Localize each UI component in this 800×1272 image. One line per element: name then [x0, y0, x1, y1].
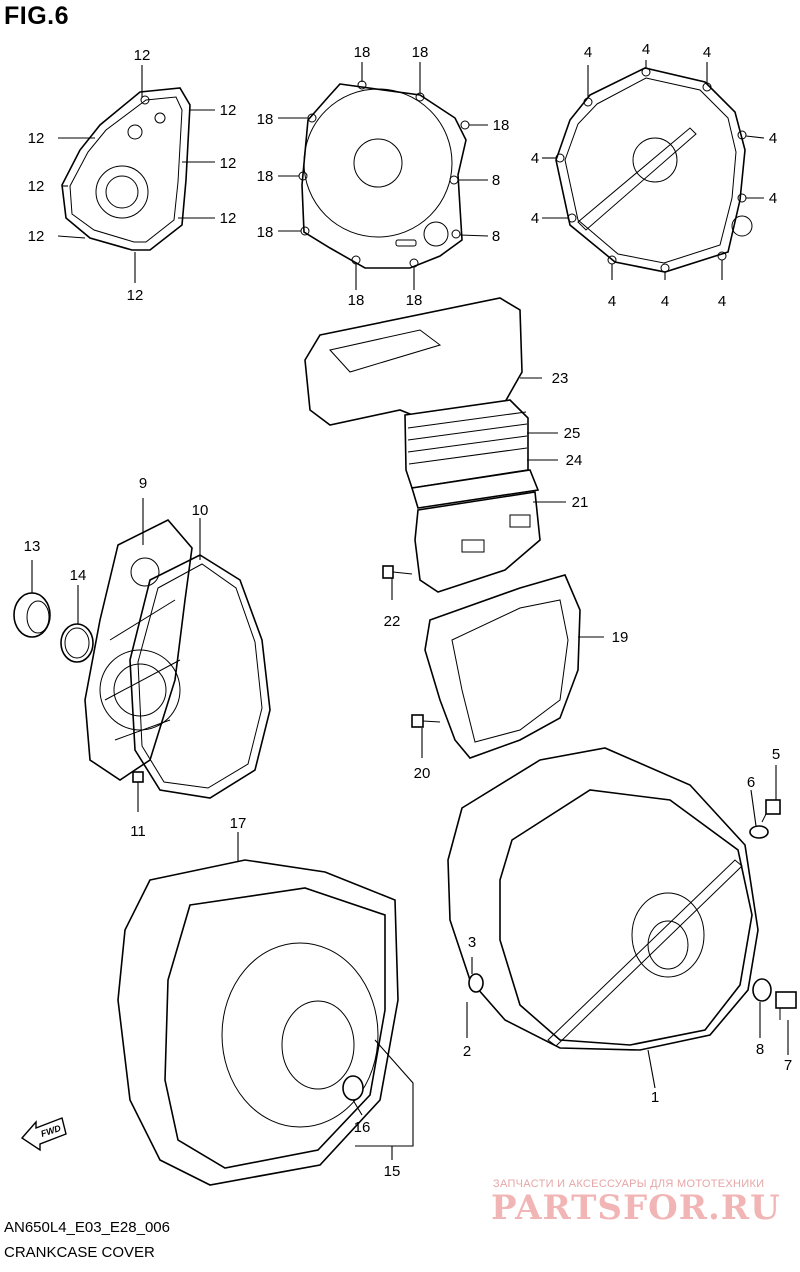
callout-17: 17: [230, 815, 247, 832]
gasket-generator-cover: [298, 80, 470, 269]
callout-18-h: 18: [406, 292, 423, 309]
bolt-20: [411, 714, 441, 728]
diagram-code: AN650L4_E03_E28_006: [4, 1219, 170, 1236]
gasket-crankcase-cover: [555, 67, 753, 273]
gasket-clutch-cover: [61, 87, 191, 251]
washer-8: [752, 978, 772, 1002]
plug-7: [775, 991, 797, 1020]
callout-18-c: 18: [257, 111, 274, 128]
callout-9: 9: [139, 475, 147, 492]
callout-4-f: 4: [531, 150, 539, 167]
cover-shroud: [424, 574, 581, 759]
callout-4-g: 4: [531, 210, 539, 227]
oil-seal-13: [13, 592, 51, 638]
callout-12-g: 12: [220, 155, 237, 172]
callout-4-d: 4: [769, 130, 777, 147]
bolt-22: [382, 565, 413, 579]
callout-13: 13: [24, 538, 41, 555]
generator-cover: [164, 887, 386, 1169]
callout-6: 6: [747, 774, 755, 791]
callout-1: 1: [651, 1089, 659, 1106]
callout-10: 10: [192, 502, 209, 519]
bolt-11: [132, 771, 144, 783]
callout-12-f: 12: [220, 102, 237, 119]
callout-18-g: 18: [348, 292, 365, 309]
callout-18-d: 18: [257, 168, 274, 185]
callout-8-c: 8: [756, 1041, 764, 1058]
callout-5: 5: [772, 746, 780, 763]
callout-16: 16: [354, 1119, 371, 1136]
callout-20: 20: [414, 765, 431, 782]
callout-21: 21: [572, 494, 589, 511]
callout-22: 22: [384, 613, 401, 630]
callout-18-b: 18: [412, 44, 429, 61]
dowel-pin-3: [468, 973, 484, 993]
callout-12-h: 12: [220, 210, 237, 227]
callout-12-a: 12: [134, 47, 151, 64]
washer-6: [749, 825, 769, 839]
callout-3: 3: [468, 934, 476, 951]
callout-12-d: 12: [28, 228, 45, 245]
callout-labels: 12 12 12 12 12 12 12 12 18 18 18 18 18 1…: [24, 41, 793, 1180]
callout-4-i: 4: [661, 293, 669, 310]
callout-7: 7: [784, 1057, 792, 1074]
callout-4-j: 4: [718, 293, 726, 310]
callout-4-a: 4: [584, 44, 592, 61]
callout-15: 15: [384, 1163, 401, 1180]
leader-lines: [31, 60, 789, 1160]
diagram-caption: CRANKCASE COVER: [4, 1244, 155, 1261]
callout-18-e: 18: [257, 224, 274, 241]
watermark-brand: PARTSFOR.RU: [491, 1188, 781, 1228]
bolt-5: [761, 799, 781, 823]
callout-19: 19: [612, 629, 629, 646]
callout-14: 14: [70, 567, 87, 584]
gasket-clutch: [129, 554, 271, 799]
callout-4-c: 4: [703, 44, 711, 61]
callout-12-e: 12: [127, 287, 144, 304]
callout-25: 25: [564, 425, 581, 442]
callout-2: 2: [463, 1043, 471, 1060]
o-ring-14: [60, 623, 94, 663]
callout-8-a: 8: [492, 172, 500, 189]
callout-12-c: 12: [28, 178, 45, 195]
fwd-arrow: FWD: [20, 1117, 67, 1152]
callout-23: 23: [552, 370, 569, 387]
callout-18-a: 18: [354, 44, 371, 61]
callout-4-e: 4: [769, 190, 777, 207]
figure-title: FIG.6: [4, 2, 70, 30]
callout-24: 24: [566, 452, 583, 469]
callout-18-f: 18: [493, 117, 510, 134]
callout-12-b: 12: [28, 130, 45, 147]
watermark-tagline: ЗАПЧАСТИ И АКСЕССУАРЫ ДЛЯ МОТОТЕХНИКИ: [493, 1178, 765, 1190]
callout-4-b: 4: [642, 41, 650, 58]
cooling-duct: [304, 297, 541, 593]
callout-11: 11: [130, 823, 146, 840]
callout-8-b: 8: [492, 228, 500, 245]
crankcase-cover: [447, 747, 759, 1051]
callout-4-h: 4: [608, 293, 616, 310]
plug-16: [342, 1075, 364, 1101]
